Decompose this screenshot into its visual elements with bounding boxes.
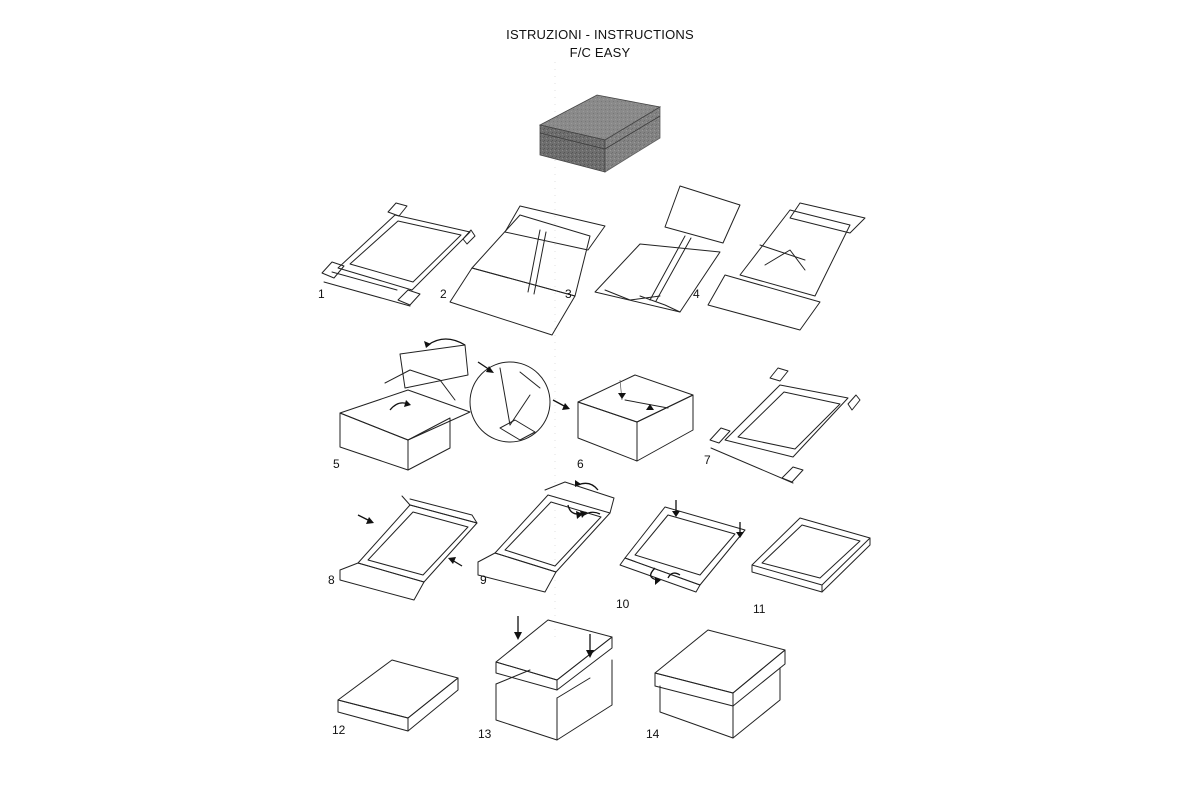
step-number-14: 14 (646, 727, 660, 741)
detail-magnifier (469, 361, 570, 443)
step-number-4: 4 (693, 287, 700, 301)
step-number-5: 5 (333, 457, 340, 471)
step-12-diagram (337, 659, 459, 732)
step-number-10: 10 (616, 597, 630, 611)
step-number-6: 6 (577, 457, 584, 471)
title-line-2: F/C EASY (569, 45, 631, 60)
step-number-3: 3 (565, 287, 572, 301)
hero-box-image (538, 94, 662, 173)
step-9-diagram (477, 480, 615, 593)
step-number-11: 11 (753, 602, 766, 616)
step-2-diagram (449, 205, 606, 336)
step-10-diagram (619, 500, 746, 593)
step-6-diagram (577, 374, 694, 462)
title-line-1: ISTRUZIONI - INSTRUCTIONS (506, 27, 694, 42)
step-14-diagram (654, 629, 786, 739)
step-number-9: 9 (480, 573, 487, 587)
step-13-diagram (495, 616, 613, 741)
step-number-2: 2 (440, 287, 447, 301)
step-3-diagram (594, 185, 741, 313)
step-7-diagram (709, 367, 861, 484)
step-11-diagram (751, 517, 871, 593)
step-5-diagram (339, 338, 471, 471)
step-number-12: 12 (332, 723, 346, 737)
step-number-13: 13 (478, 727, 492, 741)
step-number-8: 8 (328, 573, 335, 587)
step-8-diagram (339, 495, 478, 601)
step-1-diagram (321, 202, 476, 307)
step-number-7: 7 (704, 453, 711, 467)
step-4-diagram (707, 202, 866, 331)
step-number-1: 1 (318, 287, 325, 301)
step-labels: 1 2 3 4 5 6 7 8 9 10 11 12 13 14 (318, 287, 766, 741)
